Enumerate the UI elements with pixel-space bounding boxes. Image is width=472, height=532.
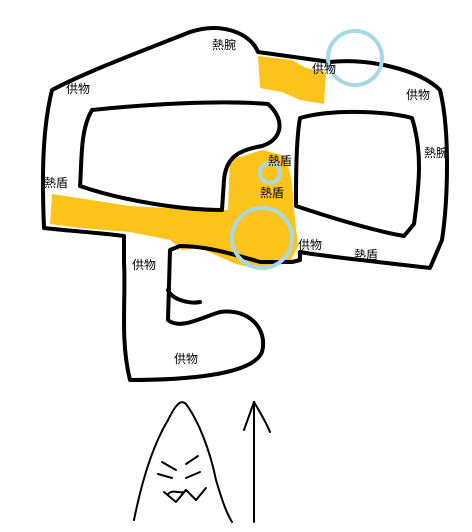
inner-wall-right — [294, 109, 421, 238]
inner-wall-left — [78, 100, 282, 212]
spear-icon — [243, 401, 271, 523]
route-walls — [40, 26, 449, 382]
marker-top-right[interactable] — [326, 29, 384, 87]
hazard-zone-top — [258, 56, 326, 104]
inner-wall-lower — [166, 288, 202, 305]
label-center-a: 熱盾 — [268, 154, 293, 168]
label-right: 熱腕 — [424, 146, 449, 160]
label-bottom: 供物 — [174, 352, 199, 366]
label-top-left: 供物 — [66, 82, 91, 96]
label-left: 熱盾 — [44, 176, 69, 190]
label-center-b: 熱盾 — [260, 186, 285, 200]
label-lower-right: 熱盾 — [354, 248, 379, 262]
marker-center-large[interactable] — [230, 206, 294, 270]
location-markers — [230, 29, 384, 270]
hazard-zones — [50, 56, 326, 270]
label-left-lower: 供物 — [132, 258, 157, 272]
label-top-right-a: 供物 — [312, 62, 337, 76]
label-top-right-b: 供物 — [406, 88, 431, 102]
hazard-zone-center — [50, 150, 298, 270]
marker-center-small[interactable] — [258, 161, 282, 185]
label-top-mid: 熱腕 — [212, 38, 237, 52]
label-center-right: 供物 — [298, 238, 323, 252]
ghost-monster-icon — [133, 401, 233, 523]
outer-wall — [40, 26, 449, 382]
